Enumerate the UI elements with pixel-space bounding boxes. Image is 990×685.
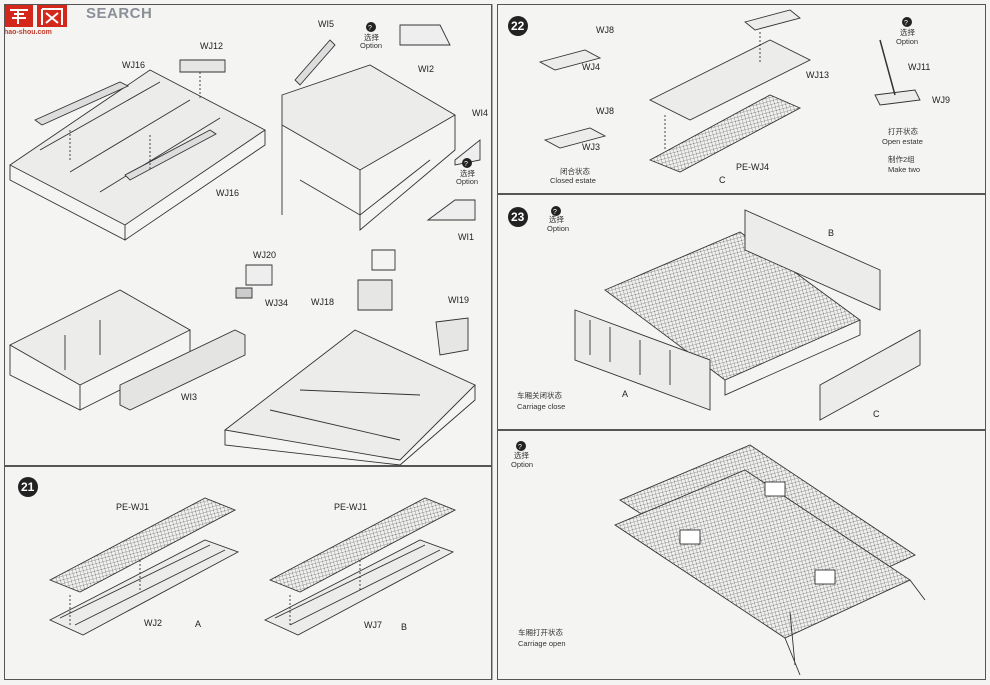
svg-text:?: ? xyxy=(368,25,372,32)
carriage-close-en: Carriage close xyxy=(517,402,565,411)
label-wi19: WI19 xyxy=(448,295,469,305)
option-en: Option xyxy=(456,177,478,186)
option-cn: 选择 xyxy=(364,32,379,42)
svg-text:23: 23 xyxy=(511,210,525,224)
step22-assembly xyxy=(538,9,921,173)
panel-step-23 xyxy=(497,194,986,430)
label-wj2: WJ2 xyxy=(144,618,162,628)
open-cn: 打开状态 xyxy=(888,126,918,136)
option-en: Option xyxy=(360,41,382,50)
label-wj20: WJ20 xyxy=(253,250,276,260)
closed-en: Closed estate xyxy=(550,176,596,185)
svg-text:?: ? xyxy=(904,20,908,27)
label-wi5: WI5 xyxy=(318,19,334,29)
open-en: Open estate xyxy=(882,137,923,146)
carriage-open-cn: 车厢打开状态 xyxy=(518,627,563,637)
step-badge-23: 23 xyxy=(508,207,528,227)
site-logo xyxy=(5,5,67,27)
label-wj8: WJ8 xyxy=(596,106,614,116)
svg-text:?: ? xyxy=(464,161,468,168)
option-en: Option xyxy=(896,37,918,46)
step21-part-b xyxy=(263,497,457,636)
question-icon: ? ? ? ? ? xyxy=(366,17,912,451)
carriage-open-en: Carriage open xyxy=(518,639,566,648)
option-cn: 选择 xyxy=(900,27,915,37)
step-badge-22: 22 xyxy=(508,16,528,36)
label-wj4: WJ4 xyxy=(582,62,600,72)
panel-step-21 xyxy=(4,466,492,680)
label-pe-wj1: PE-WJ1 xyxy=(334,502,367,512)
option-en: Option xyxy=(511,460,533,469)
label-a: A xyxy=(622,389,628,399)
carriage-close-cn: 车厢关闭状态 xyxy=(517,390,562,400)
watermark-url: hao-shou.com xyxy=(4,29,52,36)
label-wj13: WJ13 xyxy=(806,70,829,80)
label-pe-wj4: PE-WJ4 xyxy=(736,162,769,172)
label-b: B xyxy=(401,622,407,632)
label-wi4: WI4 xyxy=(472,108,488,118)
label-wj7: WJ7 xyxy=(364,620,382,630)
option-cn: 选择 xyxy=(460,168,475,178)
panel-carriage-open xyxy=(497,430,986,680)
label-wi1: WI1 xyxy=(458,232,474,242)
label-wj34: WJ34 xyxy=(265,298,288,308)
label-pe-wj1: PE-WJ1 xyxy=(116,502,149,512)
chassis-wi3 xyxy=(9,289,246,411)
label-b: B xyxy=(828,228,834,238)
step-badge-21: 21 xyxy=(18,477,38,497)
svg-text:?: ? xyxy=(518,444,522,451)
step23-carriage-close xyxy=(574,209,921,421)
label-c: C xyxy=(719,175,726,185)
option-cn: 选择 xyxy=(514,450,529,460)
chassis-wj16 xyxy=(9,59,266,241)
label-wj12: WJ12 xyxy=(200,41,223,51)
make-en: Make two xyxy=(888,165,920,174)
svg-text:21: 21 xyxy=(21,480,35,494)
label-wj11: WJ11 xyxy=(908,62,930,72)
panel-step-22 xyxy=(497,4,986,194)
svg-text:?: ? xyxy=(553,209,557,216)
label-wj16: WJ16 xyxy=(216,188,239,198)
label-wi3: WI3 xyxy=(181,392,197,402)
label-a: A xyxy=(195,619,201,629)
watermark-brand: SEARCH xyxy=(86,5,153,22)
closed-cn: 闭合状态 xyxy=(560,166,590,176)
svg-text:22: 22 xyxy=(511,19,525,33)
label-wj16: WJ16 xyxy=(122,60,145,70)
label-wj18: WJ18 xyxy=(311,297,334,307)
label-wj3: WJ3 xyxy=(582,142,600,152)
label-wi2: WI2 xyxy=(418,64,434,74)
chassis-wj18 xyxy=(223,249,476,466)
make-cn: 制作2组 xyxy=(888,154,915,164)
carriage-open xyxy=(614,444,926,676)
label-wj8: WJ8 xyxy=(596,25,614,35)
chassis-wi xyxy=(281,24,481,231)
panel-top-left xyxy=(4,4,492,466)
option-en: Option xyxy=(547,224,569,233)
label-wj9: WJ9 xyxy=(932,95,950,105)
option-cn: 选择 xyxy=(549,214,564,224)
step21-part-a xyxy=(48,497,240,636)
label-c: C xyxy=(873,409,880,419)
